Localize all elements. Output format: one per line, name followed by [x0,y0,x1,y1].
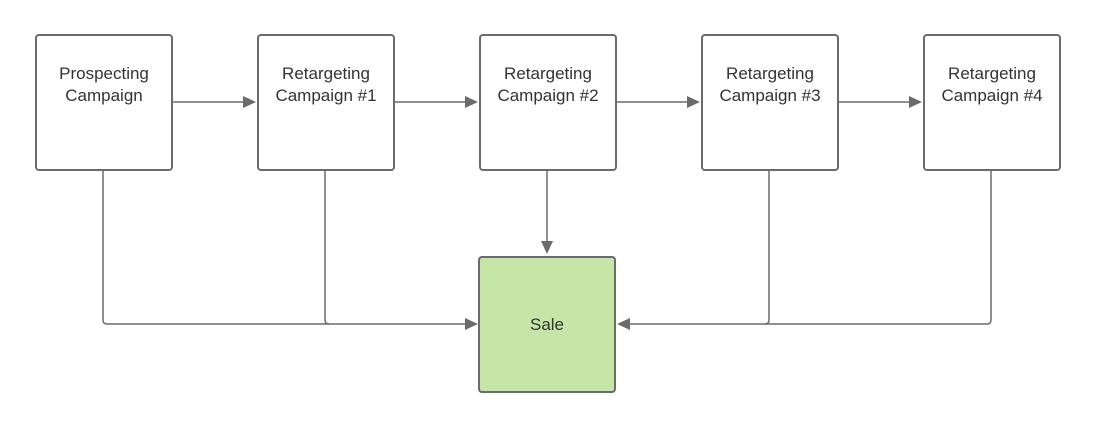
edge-retargeting-4-to-sale [617,171,992,330]
node-retargeting-campaign-2: Retargeting Campaign #2 [479,34,617,171]
node-sale: Sale [478,256,616,393]
edge-retargeting-1-to-retargeting-2 [395,96,478,108]
edge-retargeting-2-to-retargeting-3 [617,96,700,108]
node-label-line2: Campaign [65,85,143,105]
node-retargeting-campaign-3: Retargeting Campaign #3 [701,34,839,171]
node-label: Retargeting Campaign #1 [275,63,376,107]
node-label-line1: Retargeting [948,63,1036,83]
edge-retargeting-3-to-retargeting-4 [839,96,922,108]
edge-retargeting-2-to-sale [541,171,553,254]
node-label-line1: Retargeting [504,63,592,83]
node-retargeting-campaign-1: Retargeting Campaign #1 [257,34,395,171]
node-label: Retargeting Campaign #4 [941,63,1042,107]
node-label-line1: Prospecting [59,63,149,83]
node-label-line1: Retargeting [726,63,814,83]
node-prospecting-campaign: Prospecting Campaign [35,34,173,171]
node-label: Retargeting Campaign #3 [719,63,820,107]
edge-prospecting-to-sale [102,171,478,330]
node-label-line2: Campaign #1 [275,85,377,105]
node-label-line2: Campaign #3 [719,85,821,105]
node-label: Sale [530,314,564,336]
edge-retargeting-3-to-sale [764,171,770,325]
edge-prospecting-to-retargeting-1 [173,96,256,108]
node-label: Retargeting Campaign #2 [497,63,598,107]
node-label-line1: Sale [529,314,565,334]
node-retargeting-campaign-4: Retargeting Campaign #4 [923,34,1061,171]
edge-retargeting-1-to-sale [324,171,330,325]
node-label-line2: Campaign #4 [941,85,1043,105]
node-label-line2: Campaign #2 [497,85,599,105]
node-label-line1: Retargeting [282,63,370,83]
node-label: Prospecting Campaign [59,63,149,107]
